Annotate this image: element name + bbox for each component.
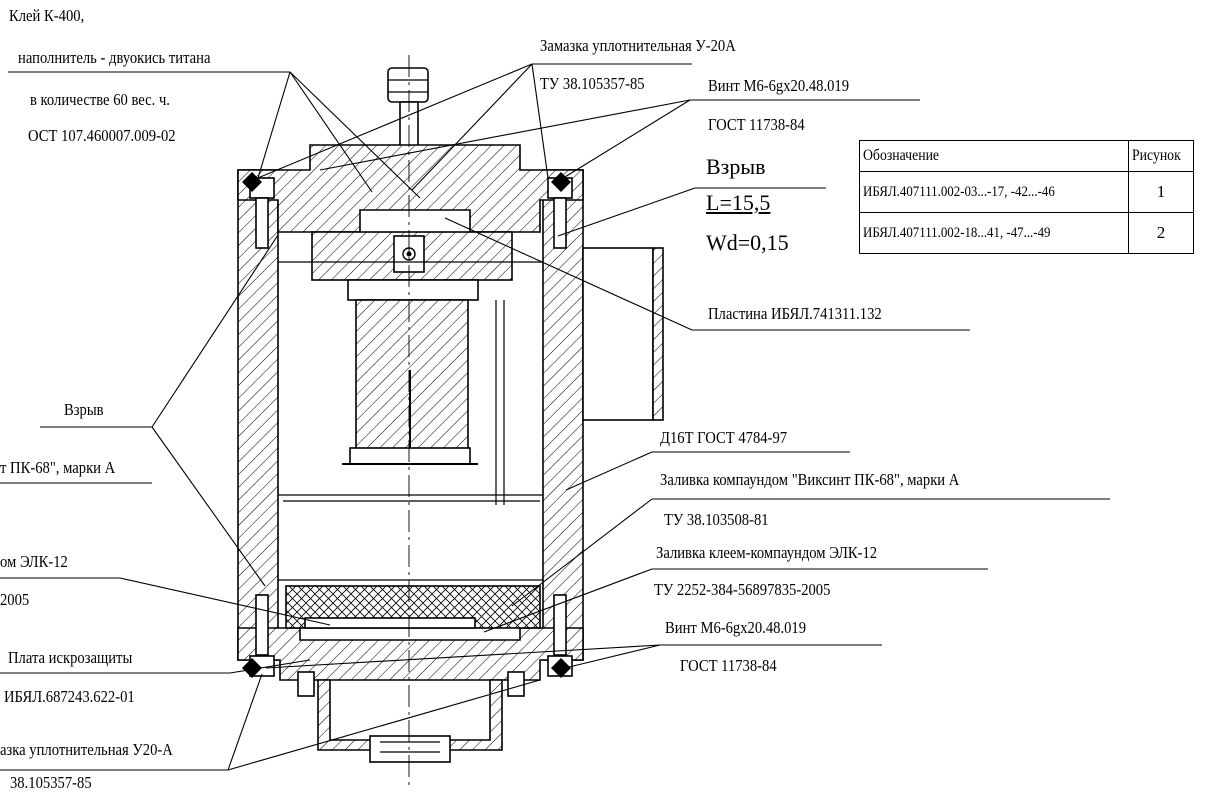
table-header-row: Обозначение Рисунок bbox=[859, 140, 1194, 172]
screw-top-label-line2: ГОСТ 11738-84 bbox=[708, 115, 805, 134]
header-figure: Рисунок bbox=[1128, 140, 1194, 172]
header-figure-text: Рисунок bbox=[1132, 147, 1181, 164]
header-designation-text: Обозначение bbox=[863, 147, 940, 164]
sealant-top-label-line1: Замазка уплотнительная У-20А bbox=[540, 36, 736, 55]
table-row: ИБЯЛ.407111.002-18...41, -47...-49 2 bbox=[859, 212, 1194, 254]
glue-label-line2: наполнитель - двуокись титана bbox=[18, 48, 211, 67]
glue-label-line3: в количестве 60 вес. ч. bbox=[30, 90, 170, 109]
row-figure: 1 bbox=[1128, 171, 1194, 213]
left-explosion-label: Взрыв bbox=[64, 400, 104, 419]
explosion-label: Взрыв bbox=[706, 154, 766, 179]
spark-board-label-line1: Плата искрозащиты bbox=[8, 648, 133, 667]
sealant-bottom-label-line1: азка уплотнительная У20-А bbox=[0, 740, 173, 759]
material-label: Д16Т ГОСТ 4784-97 bbox=[660, 428, 788, 447]
header-designation: Обозначение bbox=[859, 140, 1129, 172]
leader-lines bbox=[0, 63, 1110, 771]
side-flange bbox=[582, 247, 664, 421]
explosion-wd: Wd=0,15 bbox=[706, 230, 789, 255]
spark-board-label-line2: ИБЯЛ.687243.622-01 bbox=[4, 687, 135, 706]
sealant-bottom-label-line2: 38.105357-85 bbox=[10, 773, 92, 792]
compound-fill bbox=[285, 585, 541, 629]
sealant-top-label-line2: ТУ 38.105357-85 bbox=[540, 74, 645, 93]
screw-bottom-label-line2: ГОСТ 11738-84 bbox=[680, 656, 777, 675]
row-designation-text: ИБЯЛ.407111.002-03...-17, -42...-46 bbox=[863, 183, 1055, 200]
designation-table: Обозначение Рисунок ИБЯЛ.407111.002-03..… bbox=[859, 140, 1194, 254]
row-figure: 2 bbox=[1128, 212, 1194, 254]
table-row: ИБЯЛ.407111.002-03...-17, -42...-46 1 bbox=[859, 171, 1194, 213]
left-fill-label: т ПК-68", марки А bbox=[0, 458, 116, 477]
fill-vixint-label-line1: Заливка компаундом "Виксинт ПК-68", марк… bbox=[660, 470, 960, 489]
bottom-connector bbox=[317, 679, 503, 763]
row-designation-text: ИБЯЛ.407111.002-18...41, -47...-49 bbox=[863, 224, 1051, 241]
top-cap-bolt bbox=[387, 67, 429, 151]
plate-label: Пластина ИБЯЛ.741311.132 bbox=[708, 304, 882, 323]
inner-parts bbox=[278, 261, 543, 581]
screw-bottom-label-line1: Винт М6-6gx20.48.019 bbox=[665, 618, 807, 637]
housing-bolts bbox=[242, 172, 573, 697]
explosion-length: L=15,5 bbox=[706, 190, 771, 215]
glue-label-line1: Клей К-400, bbox=[9, 6, 85, 25]
screw-top-label-line1: Винт М6-6gx20.48.019 bbox=[708, 76, 850, 95]
left-elk-label: ом ЭЛК-12 bbox=[0, 552, 68, 571]
row-designation: ИБЯЛ.407111.002-03...-17, -42...-46 bbox=[859, 171, 1129, 213]
fill-elk-label-line2: ТУ 2252-384-56897835-2005 bbox=[654, 580, 831, 599]
glue-label-line4: ОСТ 107.460007.009-02 bbox=[28, 126, 176, 145]
row-designation: ИБЯЛ.407111.002-18...41, -47...-49 bbox=[859, 212, 1129, 254]
fill-vixint-label-line2: ТУ 38.103508-81 bbox=[664, 510, 769, 529]
left-tu-label: 2005 bbox=[0, 590, 30, 609]
fill-elk-label-line1: Заливка клеем-компаундом ЭЛК-12 bbox=[656, 543, 878, 562]
sensor-core bbox=[342, 279, 479, 465]
